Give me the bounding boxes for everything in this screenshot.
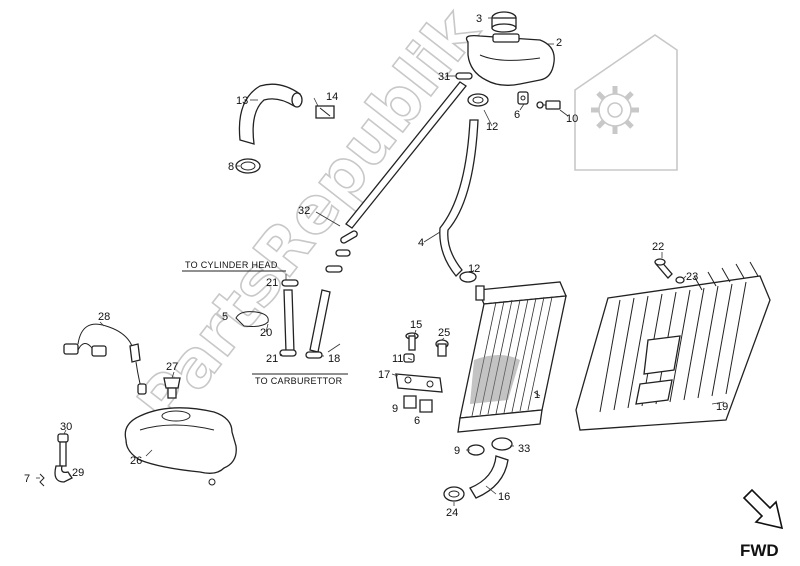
tank-cap: [491, 11, 517, 33]
bolt-22: [654, 258, 673, 279]
callout-30: 30: [60, 421, 72, 433]
callout-7: 7: [24, 473, 30, 485]
callout-29: 29: [72, 467, 84, 479]
screw-15: [405, 332, 419, 351]
bracket-17: [395, 373, 443, 393]
svg-text:TO CYLINDER HEAD: TO CYLINDER HEAD: [185, 260, 278, 270]
clamp-24: [443, 486, 465, 502]
hose-32: [340, 81, 467, 244]
sensor-cable-28: [63, 323, 147, 395]
callout-25: 25: [438, 327, 450, 339]
nut-11: [403, 353, 415, 363]
callout-10: 10: [566, 113, 578, 125]
callout-18: 18: [328, 353, 340, 365]
callout-1: 1: [534, 389, 540, 401]
callout-2: 2: [556, 37, 562, 49]
radiator-grille: [575, 261, 771, 431]
clamp-31: [455, 72, 473, 80]
callout-26: 26: [130, 455, 142, 467]
arrow-down-right-icon: [742, 488, 784, 530]
callout-12b: 12: [468, 263, 480, 275]
leader-lines: [36, 17, 725, 506]
plug-27: [163, 377, 181, 399]
callout-33: 33: [518, 443, 530, 455]
callout-6a: 6: [514, 109, 520, 121]
radiator: [457, 281, 567, 433]
clamp-14: [315, 105, 335, 119]
callout-9a: 9: [392, 403, 398, 415]
cover-26: [124, 407, 237, 486]
callout-9b: 9: [454, 445, 460, 457]
screw-25: [435, 339, 449, 357]
svg-text:TO CARBURETTOR: TO CARBURETTOR: [255, 376, 343, 386]
callout-28: 28: [98, 311, 110, 323]
callout-19: 19: [716, 401, 728, 413]
callout-24: 24: [446, 507, 458, 519]
callout-17: 17: [378, 369, 390, 381]
callout-6b: 6: [414, 415, 420, 427]
clamp-12-top: [467, 93, 489, 107]
note-cylinder-head: TO CYLINDER HEAD: [182, 260, 286, 272]
callout-22: 22: [652, 241, 664, 253]
clip-6-mid: [419, 399, 433, 413]
hose-4: [439, 119, 479, 277]
callout-31: 31: [438, 71, 450, 83]
fwd-indicator: FWD: [740, 488, 784, 560]
hose-29: [54, 433, 73, 483]
callout-5: 5: [222, 311, 228, 323]
callout-21a: 21: [266, 277, 278, 289]
callout-21b: 21: [266, 353, 278, 365]
clamp-12-bottom: [459, 271, 477, 283]
grommet-9-mid: [403, 395, 417, 409]
screw-10: [536, 100, 561, 110]
callout-15: 15: [410, 319, 422, 331]
callout-8: 8: [228, 161, 234, 173]
spring-7: [39, 473, 45, 487]
small-hoses: [279, 249, 351, 359]
hose-16: [469, 455, 509, 499]
note-carburettor: TO CARBURETTOR: [252, 373, 348, 386]
callout-16: 16: [498, 491, 510, 503]
clip-5: [235, 311, 269, 327]
callouts: 3 2 31 12 6 10 13 14 8 32 4 12 21 5 20 2…: [24, 13, 728, 519]
fwd-label: FWD: [740, 541, 779, 560]
callout-20: 20: [260, 327, 272, 339]
callout-11: 11: [392, 353, 403, 365]
callout-23: 23: [686, 271, 698, 283]
callout-14: 14: [326, 91, 338, 103]
grommet-9-bottom: [467, 444, 485, 456]
gear-icon: [574, 34, 678, 171]
callout-13: 13: [236, 95, 248, 107]
callout-4: 4: [418, 237, 424, 249]
hose-13: [238, 83, 303, 145]
callout-27: 27: [166, 361, 178, 373]
expansion-tank: [465, 11, 555, 86]
callout-12a: 12: [486, 121, 498, 133]
callout-3: 3: [476, 13, 482, 25]
washer-23: [675, 276, 685, 284]
clamp-33: [491, 437, 513, 451]
clip-6-top: [517, 91, 529, 105]
callout-32: 32: [298, 205, 310, 217]
